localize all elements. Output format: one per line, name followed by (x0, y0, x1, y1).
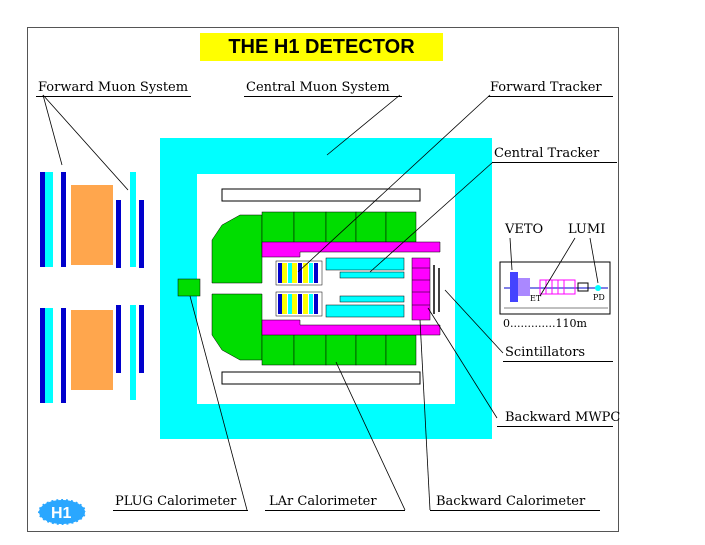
label-pd: PD (593, 293, 605, 302)
svg-text:H1: H1 (51, 505, 72, 522)
underline (244, 96, 402, 97)
forward-tracker (275, 260, 323, 317)
underline (113, 510, 248, 511)
label-veto: VETO (505, 222, 544, 237)
label-forward-muon: Forward Muon System (38, 80, 189, 95)
label-forward-tracker: Forward Tracker (490, 80, 602, 95)
label-backward-cal: Backward Calorimeter (436, 494, 586, 509)
scintillators (433, 265, 440, 314)
underline (430, 510, 600, 511)
scale-label: 0.............110m (503, 317, 587, 330)
label-lumi: LUMI (568, 222, 606, 237)
forward-muon-lower (40, 305, 144, 403)
forward-muon-upper (40, 172, 144, 268)
lar-calorimeter-lower (211, 293, 417, 366)
underline (503, 361, 613, 362)
label-central-muon: Central Muon System (246, 80, 390, 95)
label-lar: LAr Calorimeter (269, 494, 377, 509)
label-backward-mwpc: Backward MWPC (505, 410, 621, 425)
underline (497, 426, 613, 427)
diagram-title: THE H1 DETECTOR (200, 33, 443, 61)
callout-lines (42, 94, 599, 511)
underline (36, 96, 191, 97)
underline (265, 510, 405, 511)
underline (488, 96, 613, 97)
label-scintillators: Scintillators (505, 345, 586, 360)
underline (492, 162, 617, 163)
label-plug: PLUG Calorimeter (115, 494, 237, 509)
backward-calorimeter (411, 257, 431, 321)
central-tracker (325, 257, 405, 318)
coil-bottom (221, 371, 421, 385)
diagram-frame (27, 27, 619, 532)
label-central-tracker: Central Tracker (494, 146, 600, 161)
em-calorimeter (261, 241, 441, 336)
label-et: ET (530, 294, 542, 303)
plug-calorimeter (177, 278, 201, 297)
coil-top (221, 188, 421, 202)
lar-calorimeter-upper (211, 211, 417, 284)
